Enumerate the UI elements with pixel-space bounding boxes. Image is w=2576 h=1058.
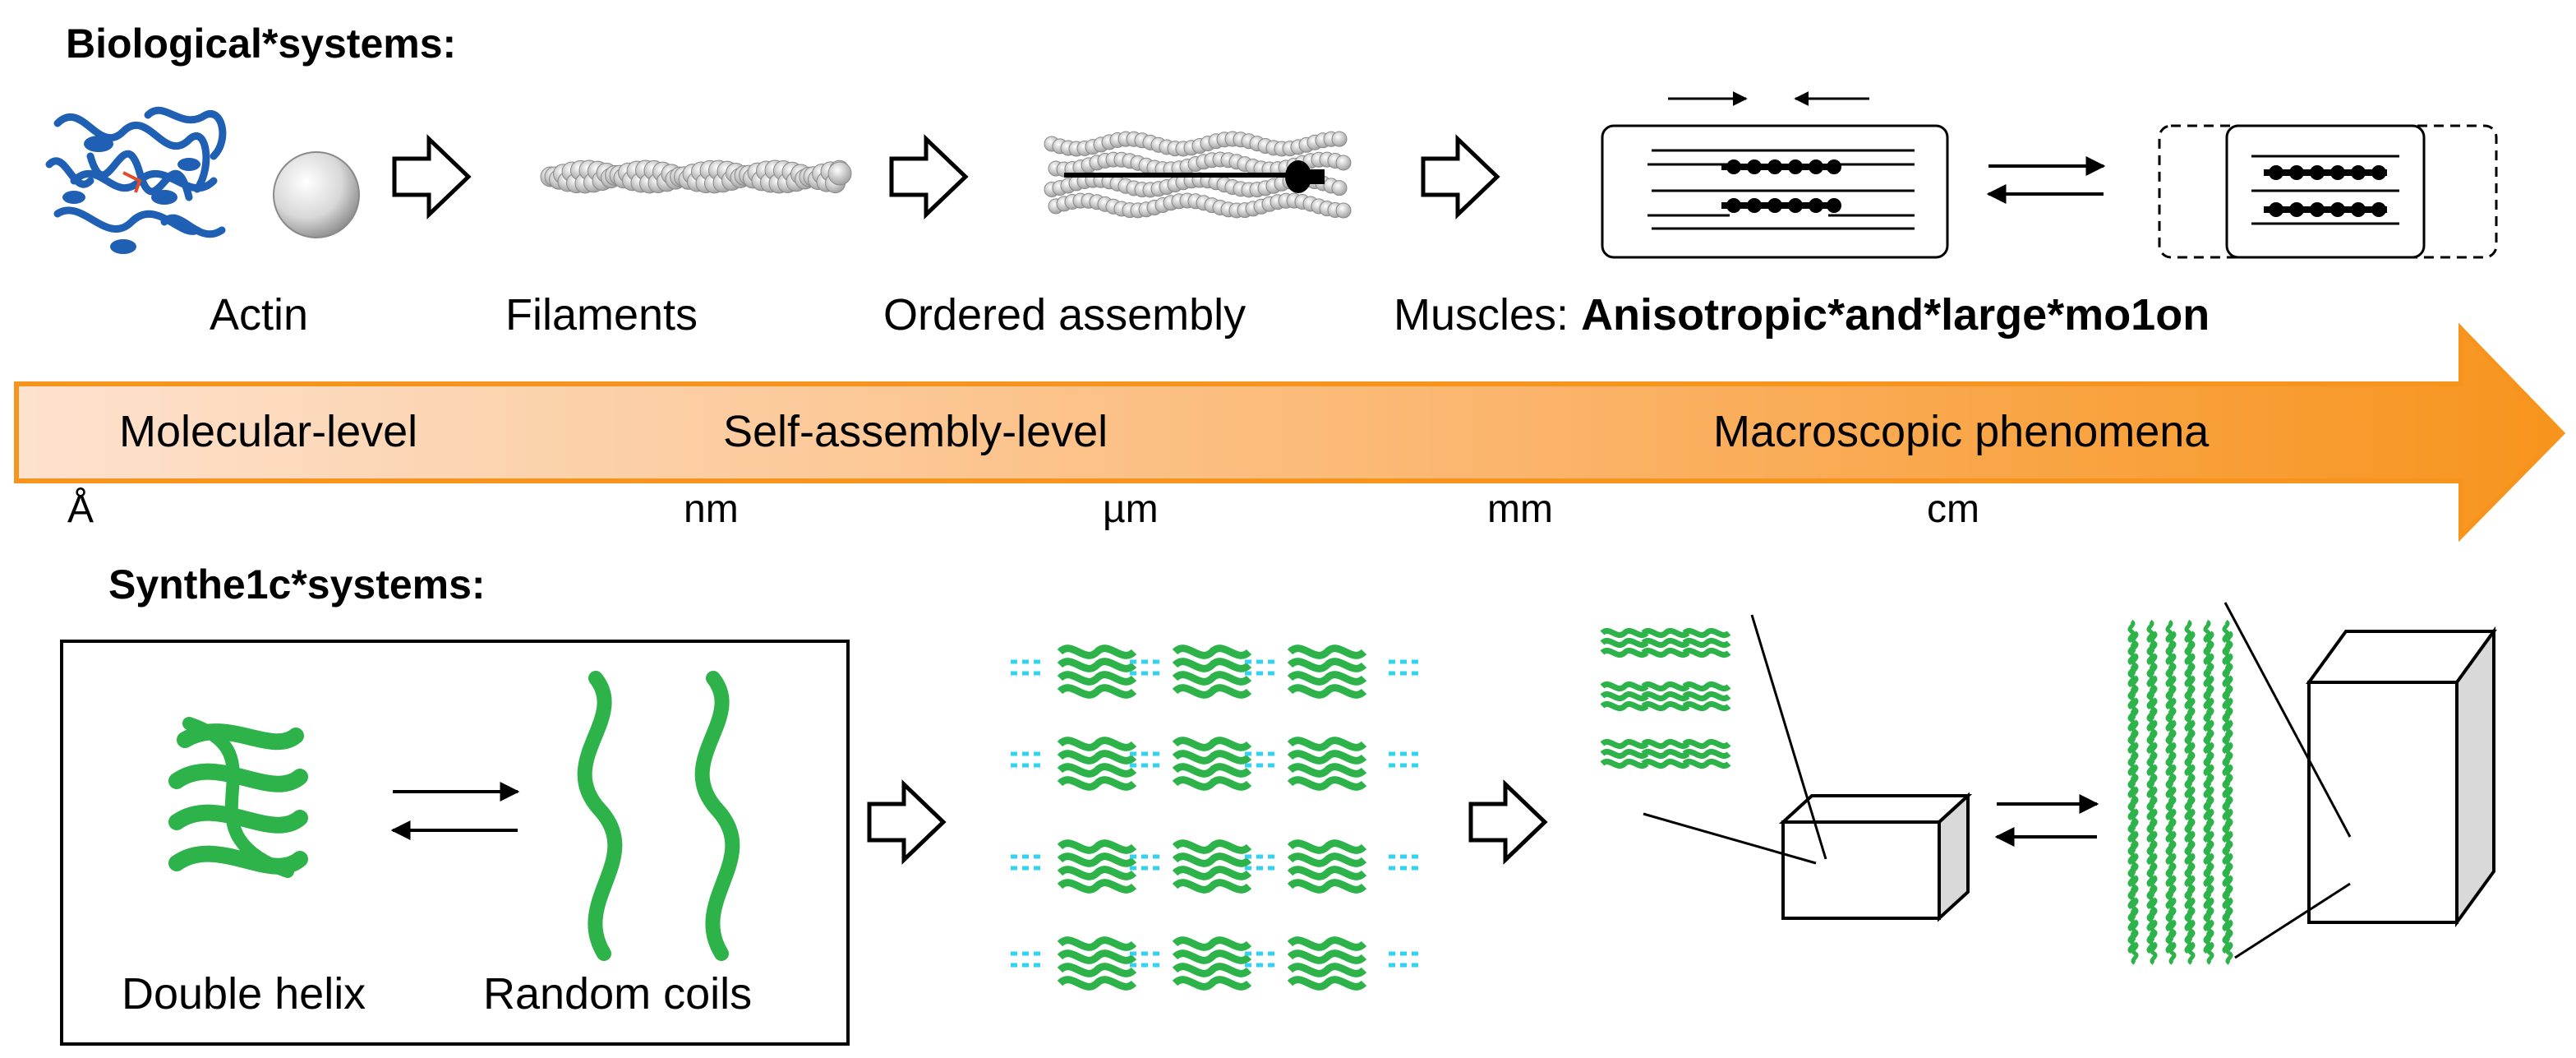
box-icon [1643, 614, 1973, 922]
hollow-arrow-icon [869, 784, 943, 860]
ordered-assembly-icon [1044, 131, 1352, 219]
label-random-coils: Random coils [483, 969, 753, 1019]
unit-nm: nm [684, 487, 739, 531]
bio-heading: Biological*systems: [66, 21, 457, 67]
muscle-sarcomere-contracted [2158, 124, 2498, 259]
label-double-helix: Double helix [122, 969, 366, 1019]
synth-heading: Synthe1c*systems: [108, 561, 486, 608]
random-coil-icon [577, 671, 740, 961]
hollow-arrow-icon [1471, 784, 1545, 860]
unit-mm: mm [1487, 487, 1553, 531]
monomer-box [60, 640, 850, 1046]
scale-arrow [14, 322, 2566, 543]
equilibrium-arrows-icon [1986, 156, 2106, 204]
filament-icon [540, 159, 852, 194]
label-filaments: Filaments [505, 290, 698, 340]
muscles-bold: Anisotropic*and*large*mo1on [1581, 290, 2210, 340]
label-ordered-assembly: Ordered assembly [883, 290, 1247, 340]
unit-angstrom: Å [67, 487, 94, 531]
equilibrium-arrows-icon [390, 782, 520, 840]
unit-cm: cm [1927, 487, 1979, 531]
double-helix-icon [168, 717, 308, 878]
hollow-arrow-icon [1423, 139, 1497, 215]
sphere-icon [273, 151, 360, 238]
level-macroscopic: Macroscopic phenomena [1713, 407, 2210, 456]
label-muscles: Muscles: Anisotropic*and*large*mo1on [1394, 289, 2210, 340]
unit-um: µm [1103, 487, 1159, 531]
helix-assembly-grid [1011, 649, 1423, 987]
random-coil-array [2127, 619, 2233, 965]
box-icon [2223, 602, 2497, 959]
hollow-arrow-icon [892, 139, 965, 215]
hollow-arrow-icon [394, 139, 468, 215]
equilibrium-arrows-icon [1994, 794, 2099, 847]
label-actin: Actin [210, 290, 309, 340]
small-helix-cluster [1602, 631, 1729, 765]
protein-structure-icon [45, 106, 227, 254]
level-self-assembly: Self-assembly-level [723, 407, 1108, 456]
muscles-prefix: Muscles: [1394, 290, 1582, 340]
level-molecular: Molecular-level [119, 407, 418, 456]
muscle-sarcomere-extended [1601, 91, 1949, 259]
